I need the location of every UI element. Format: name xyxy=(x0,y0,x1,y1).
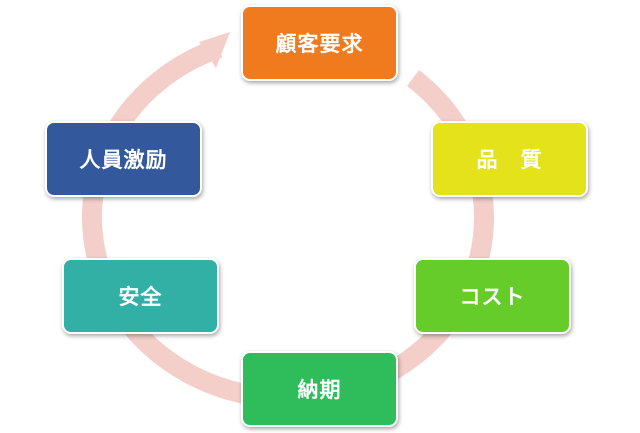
node-delivery: 納期 xyxy=(241,351,398,427)
node-cost: コスト xyxy=(414,258,571,334)
node-quality: 品 質 xyxy=(431,121,588,197)
cycle-arrow-head xyxy=(199,32,230,68)
node-safety: 安全 xyxy=(62,258,219,334)
cycle-ring-arc xyxy=(82,38,494,409)
node-customer-requirements: 顧客要求 xyxy=(241,5,398,81)
node-staff-motivation: 人員激励 xyxy=(45,121,202,197)
